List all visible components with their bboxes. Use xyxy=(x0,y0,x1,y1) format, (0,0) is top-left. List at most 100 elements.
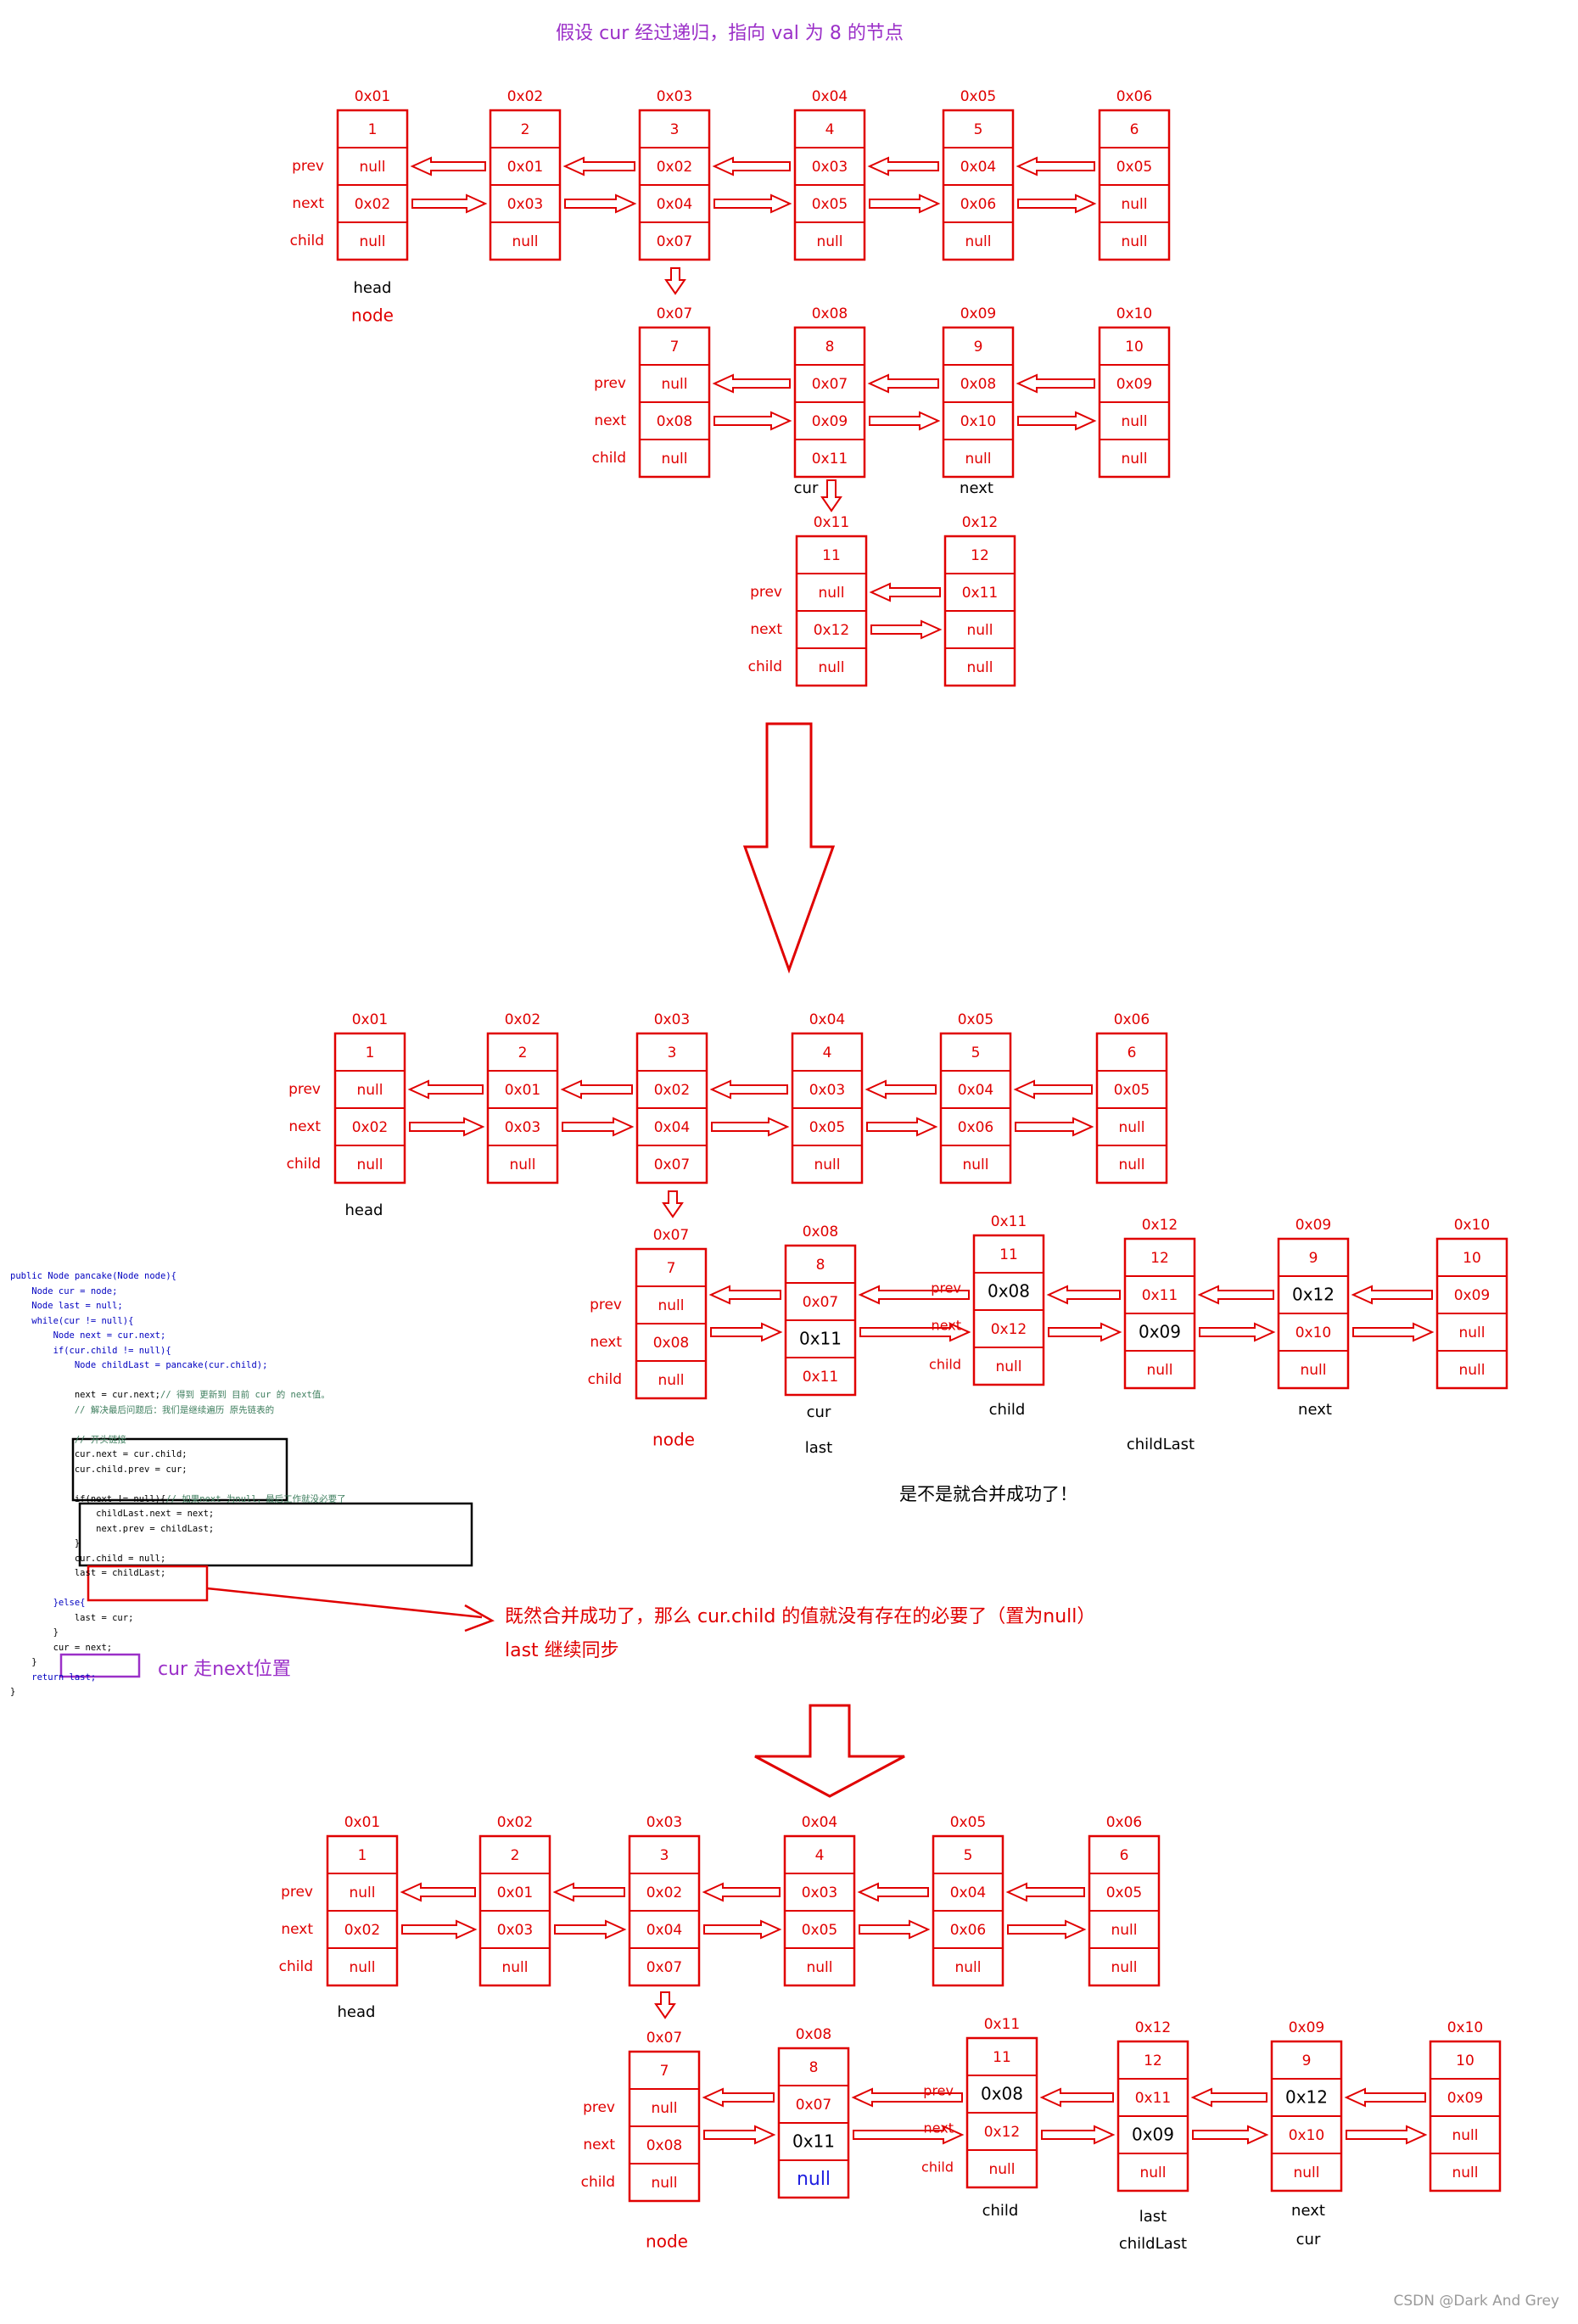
field-label-child: child xyxy=(748,658,782,675)
next-arrow xyxy=(711,1117,790,1137)
node-cell: 0x10 xyxy=(960,413,997,430)
node-cell: 11 xyxy=(822,547,841,564)
node-cell: null xyxy=(510,1156,536,1173)
node-cell: 10 xyxy=(1456,2052,1474,2069)
node-address: 0x02 xyxy=(505,1011,541,1028)
node-cell: null xyxy=(662,376,688,393)
next-arrow xyxy=(1048,1322,1122,1342)
prev-arrow xyxy=(562,156,635,176)
field-label-next: next xyxy=(281,1921,313,1938)
next-arrow xyxy=(554,1919,627,1940)
node-cell: 0x02 xyxy=(657,159,693,176)
node-cell: null xyxy=(1122,233,1148,250)
prev-arrow xyxy=(1190,2087,1267,2108)
node-cell: 0x09 xyxy=(812,413,848,430)
node-cell: 0x04 xyxy=(950,1884,987,1901)
field-label-prev: prev xyxy=(288,1081,321,1098)
next-arrow xyxy=(411,193,488,214)
node-cell: null xyxy=(662,451,688,468)
node-cell: 0x09 xyxy=(1116,376,1153,393)
node-cell: 0x09 xyxy=(1139,1322,1181,1342)
node-address: 0x03 xyxy=(657,88,693,105)
node-cell: 0x08 xyxy=(653,1335,690,1352)
stage-transition-arrow xyxy=(742,722,836,974)
node-cell: 7 xyxy=(660,2063,669,2080)
node-cell: 12 xyxy=(971,547,989,564)
node-cell: 3 xyxy=(660,1847,669,1864)
note-line2: last 继续同步 xyxy=(505,1640,619,1661)
node-cell: 0x08 xyxy=(657,413,693,430)
node-cell: null xyxy=(967,659,993,676)
node-cell: 5 xyxy=(971,1044,981,1061)
label-cur: cur xyxy=(1296,2231,1321,2248)
node-cell: 0x05 xyxy=(812,196,848,213)
node-address: 0x04 xyxy=(812,88,848,105)
node-cell: 0x03 xyxy=(507,196,544,213)
label-child: child xyxy=(989,1401,1026,1419)
prev-arrow xyxy=(400,1882,476,1902)
prev-arrow xyxy=(1016,373,1095,394)
node-cell: 8 xyxy=(816,1257,825,1274)
node-cell: 10 xyxy=(1463,1250,1481,1267)
node-cell: 0x04 xyxy=(958,1082,994,1099)
node-cell: 0x02 xyxy=(352,1119,389,1136)
label-last: last xyxy=(1139,2208,1167,2226)
field-label-prev: prev xyxy=(583,2099,615,2116)
node-cell: 0x11 xyxy=(1142,1287,1178,1304)
node-cell: 0x12 xyxy=(1292,1285,1335,1305)
node-cell: 0x11 xyxy=(803,1369,839,1386)
pointer-head xyxy=(464,1604,495,1632)
next-arrow xyxy=(1017,411,1097,431)
node-cell: 9 xyxy=(1309,1250,1318,1267)
node-cell: 11 xyxy=(999,1246,1018,1263)
next-arrow xyxy=(409,1117,485,1137)
field-label-child: child xyxy=(592,450,626,467)
prev-arrow xyxy=(709,1079,788,1100)
node-cell: 0x12 xyxy=(814,622,850,639)
prev-arrow xyxy=(867,373,939,394)
label-node: node xyxy=(646,2232,688,2252)
node-cell: 0x09 xyxy=(1447,2090,1484,2107)
prev-arrow xyxy=(1016,156,1095,176)
node-cell: 8 xyxy=(809,2059,819,2076)
stage-transition-arrow xyxy=(754,1704,905,1798)
next-arrow xyxy=(1015,1117,1094,1137)
node-cell: 0x12 xyxy=(991,1321,1027,1338)
node-cell: null xyxy=(1111,1922,1138,1939)
node-cell: 12 xyxy=(1144,2052,1162,2069)
code-line: cur.child.prev = cur; xyxy=(10,1464,187,1475)
label-childLast: childLast xyxy=(1119,2235,1187,2253)
node-cell: 0x07 xyxy=(812,376,848,393)
node-address: 0x10 xyxy=(1116,305,1153,322)
prev-arrow xyxy=(857,1882,929,1902)
code-line: Node next = cur.next; xyxy=(10,1330,166,1341)
node-cell: 0x02 xyxy=(646,1884,683,1901)
prev-arrow xyxy=(1005,1882,1085,1902)
code-line: cur.child = null; xyxy=(10,1553,166,1564)
child-arrow xyxy=(664,267,686,295)
node-address: 0x02 xyxy=(507,88,544,105)
prev-arrow xyxy=(1344,2087,1426,2108)
node-cell: 0x01 xyxy=(507,159,544,176)
node-cell: 0x11 xyxy=(812,451,848,468)
prev-arrow xyxy=(702,1882,781,1902)
field-label-child: child xyxy=(929,1357,961,1373)
node-cell: 0x03 xyxy=(802,1884,838,1901)
next-arrow xyxy=(564,193,637,214)
code-box-reset xyxy=(87,1565,209,1602)
node-address: 0x08 xyxy=(812,305,848,322)
node-cell: 0x11 xyxy=(1135,2090,1172,2107)
code-line: childLast.next = next; xyxy=(10,1509,215,1519)
next-arrow xyxy=(1352,1322,1435,1342)
code-line: public Node pancake(Node node){ xyxy=(10,1271,176,1281)
node-address: 0x05 xyxy=(950,1814,987,1831)
code-line: cur = next; xyxy=(10,1642,113,1653)
node-cell: 10 xyxy=(1125,339,1144,356)
label-node: node xyxy=(351,305,394,326)
